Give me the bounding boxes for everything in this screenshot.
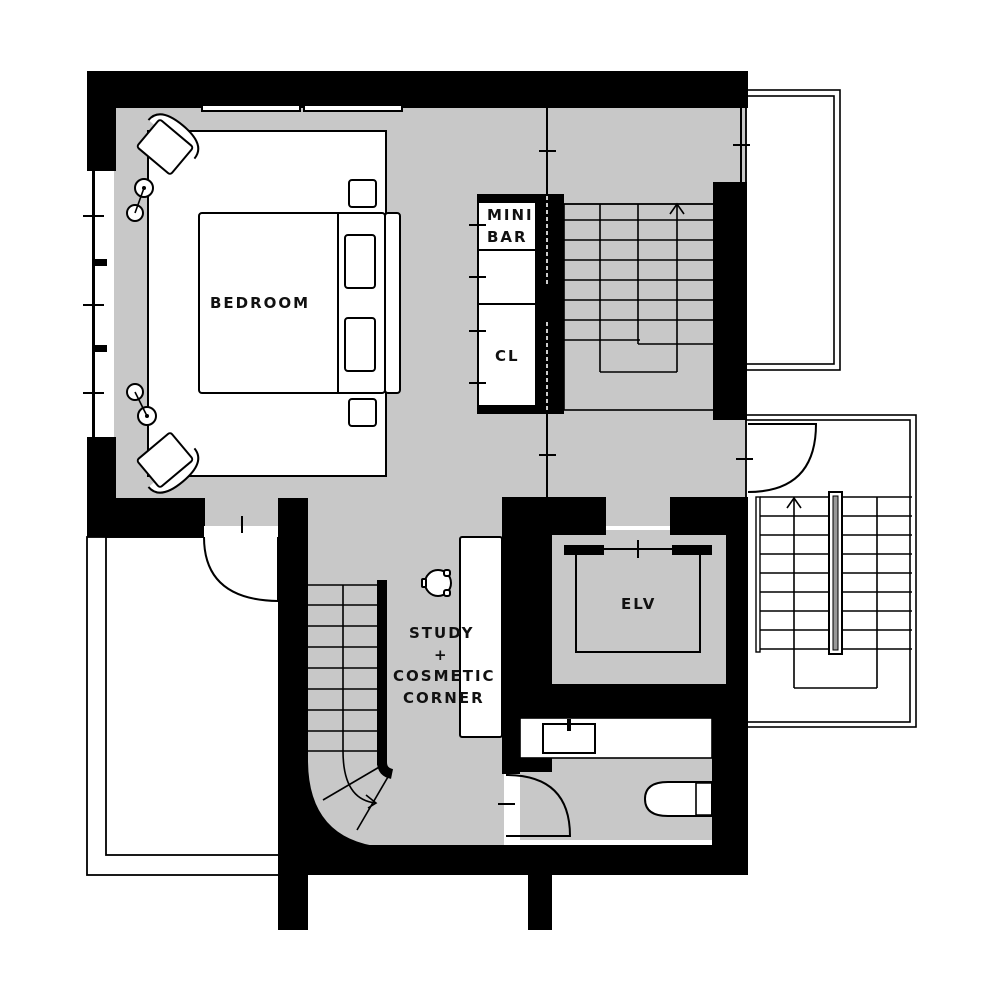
upper-balcony (745, 89, 841, 371)
door-swing-icon (505, 774, 572, 837)
study-label-1: STUDY (409, 624, 474, 642)
inner-staircase-icon (308, 584, 393, 831)
lower-left-terrace (86, 536, 284, 876)
study-corner: STUDY + COSMETIC CORNER (393, 536, 503, 738)
closet-label: CL (495, 347, 520, 365)
armchair-icon (136, 432, 200, 494)
nightstand-icon (348, 398, 377, 427)
study-label-4: CORNER (403, 689, 485, 707)
minibar-label-2: BAR (487, 228, 528, 246)
bedroom-label: BEDROOM (210, 294, 310, 312)
minibar-label-1: MINI (487, 206, 534, 224)
vanity-desk (459, 536, 503, 738)
stair-up-arrow-icon (669, 202, 685, 215)
staircase-icon (563, 202, 715, 411)
stair-door (736, 423, 818, 493)
bedroom: BEDROOM (83, 104, 403, 494)
toilet-icon (643, 781, 713, 817)
double-bed-icon (198, 212, 401, 394)
minibar-closet: MINI BAR CL (469, 196, 548, 412)
bathroom (498, 717, 713, 837)
sliding-partitions (539, 108, 750, 497)
outdoor-staircase-icon (755, 491, 912, 689)
bedroom-door (203, 516, 279, 603)
elevator-icon: ELV (564, 540, 712, 653)
armchair-icon (136, 113, 200, 175)
nightstand-icon (348, 179, 377, 208)
desk-chair-icon (421, 569, 452, 597)
study-label-2: + (434, 646, 449, 664)
stair-down-arrow-icon (365, 794, 378, 809)
elevator-label: ELV (621, 595, 656, 613)
stair-up-arrow-icon (786, 496, 802, 509)
curved-wall (308, 760, 400, 848)
study-label-3: COSMETIC (393, 667, 496, 685)
side-table-icon (126, 178, 157, 426)
